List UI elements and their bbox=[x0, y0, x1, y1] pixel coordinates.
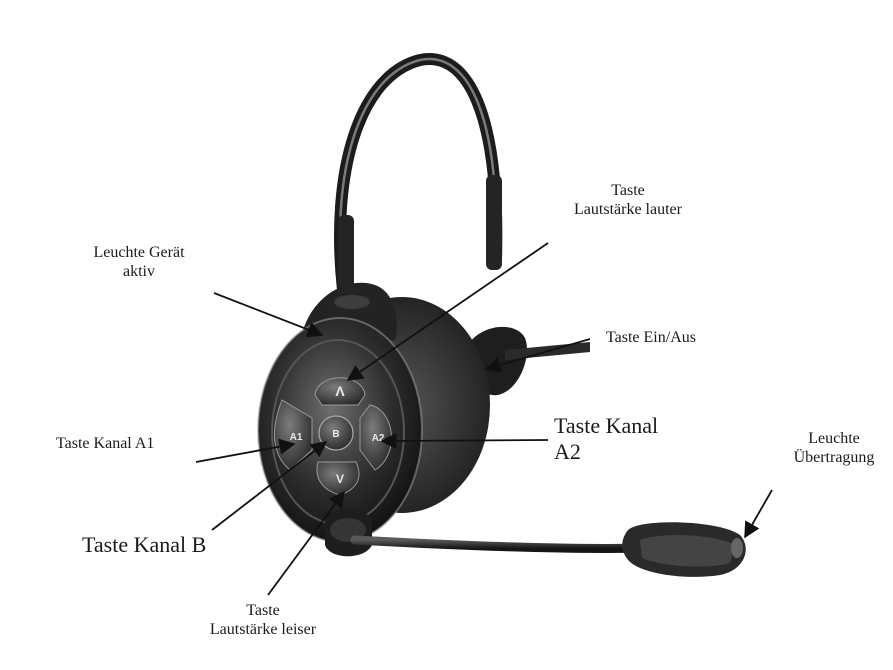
volume-down-symbol: V bbox=[336, 472, 344, 486]
label-kanal-a2-line2: A2 bbox=[554, 439, 658, 465]
volume-up-symbol: Λ bbox=[335, 383, 345, 399]
boom-pivot bbox=[325, 509, 372, 557]
label-kanal-a1: Taste Kanal A1 bbox=[56, 435, 154, 454]
label-leuchte-geraet: Leuchte Gerät aktiv bbox=[76, 244, 202, 282]
label-kanal-b: Taste Kanal B bbox=[82, 532, 206, 558]
label-kanal-a2-line1: Taste Kanal bbox=[554, 413, 658, 439]
headband bbox=[338, 59, 502, 300]
label-leuchte-uebertragung-line2: Übertragung bbox=[782, 449, 886, 468]
label-lautstaerke-lauter-line2: Lautstärke lauter bbox=[544, 201, 712, 220]
label-kanal-a2: Taste Kanal A2 bbox=[554, 413, 658, 465]
arrow-leuchte-uebertragung bbox=[745, 490, 772, 537]
label-lautstaerke-leiser-line1: Taste bbox=[178, 602, 348, 621]
label-lautstaerke-leiser: Taste Lautstärke leiser bbox=[178, 602, 348, 640]
boom-arm bbox=[355, 540, 650, 548]
label-lautstaerke-leiser-line2: Lautstärke leiser bbox=[178, 621, 348, 640]
label-lautstaerke-lauter-line1: Taste bbox=[544, 182, 712, 201]
channel-b-symbol: B bbox=[332, 429, 339, 440]
arrow-kanal-a2 bbox=[382, 440, 548, 441]
channel-a1-symbol: A1 bbox=[290, 432, 303, 443]
label-ein-aus: Taste Ein/Aus bbox=[606, 329, 696, 348]
label-leuchte-geraet-line1: Leuchte Gerät bbox=[76, 244, 202, 263]
label-leuchte-geraet-line2: aktiv bbox=[76, 263, 202, 282]
arrow-leuchte-geraet bbox=[214, 293, 322, 335]
channel-b-button[interactable]: B bbox=[319, 416, 353, 450]
label-leuchte-uebertragung-line1: Leuchte bbox=[782, 430, 886, 449]
transmit-led bbox=[731, 538, 743, 558]
label-leuchte-uebertragung: Leuchte Übertragung bbox=[782, 430, 886, 468]
channel-a2-symbol: A2 bbox=[372, 433, 385, 444]
label-lautstaerke-lauter: Taste Lautstärke lauter bbox=[544, 182, 712, 220]
microphone bbox=[622, 522, 745, 577]
